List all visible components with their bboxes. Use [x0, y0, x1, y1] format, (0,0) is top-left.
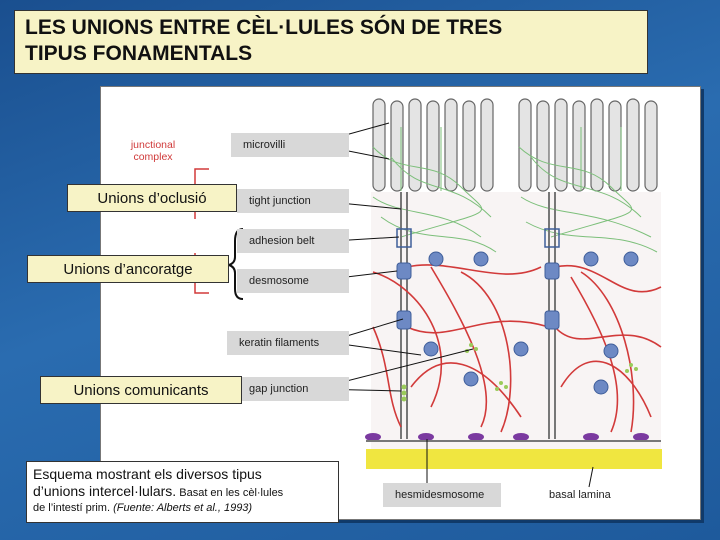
- label-basal-lamina-text: basal lamina: [549, 489, 611, 501]
- gap-junction-dots: [401, 343, 638, 402]
- label-basal-lamina: basal lamina: [537, 483, 645, 507]
- microvilli-group: [372, 98, 658, 192]
- label-keratin-filaments: keratin filaments: [227, 331, 349, 355]
- cell-junction-illustration: [194, 98, 662, 489]
- junctional-complex-label: junctional complex: [118, 139, 188, 163]
- diagram-panel: microvilli tight junction adhesion belt …: [100, 86, 701, 520]
- caption-line-2: d’unions intercel·lulars. Basat en les c…: [33, 483, 332, 501]
- adhesion-belt-markers: [396, 228, 560, 248]
- anchoring-brace: [225, 228, 244, 300]
- cell-cytoplasm: [371, 192, 661, 462]
- caption-note-2: de l’intestí prim.: [33, 502, 114, 514]
- label-desmosome: desmosome: [237, 269, 349, 293]
- label-microvilli: microvilli: [231, 133, 349, 157]
- label-microvilli-text: microvilli: [243, 139, 286, 151]
- label-gap-junction: gap junction: [237, 377, 349, 401]
- callout-communicating-text: Unions comunicants: [73, 381, 209, 399]
- label-gap-junction-text: gap junction: [249, 383, 309, 395]
- label-adhesion-belt: adhesion belt: [237, 229, 349, 253]
- figure-caption: Esquema mostrant els diversos tipus d’un…: [26, 461, 339, 523]
- callout-anchoring: Unions d’ancoratge: [27, 255, 229, 283]
- title-line-1: LES UNIONS ENTRE CÈL·LULES SÓN DE TRES: [25, 16, 503, 39]
- label-tight-junction-text: tight junction: [249, 195, 311, 207]
- label-tight-junction: tight junction: [237, 189, 349, 213]
- callout-communicating: Unions comunicants: [40, 376, 242, 404]
- junctional-complex-line-2: complex: [133, 151, 173, 163]
- callout-occlusion-text: Unions d’oclusió: [97, 189, 207, 207]
- caption-line-3: de l’intestí prim. (Fuente: Alberts et a…: [33, 501, 332, 515]
- terminal-web: [372, 127, 658, 253]
- basal-lamina-band: [366, 449, 662, 469]
- junctional-complex-line-1: junctional: [130, 139, 176, 151]
- keratin-filaments-drawing: [372, 264, 662, 433]
- label-desmosome-text: desmosome: [249, 275, 309, 287]
- caption-source: (Fuente: Alberts et al., 1993): [113, 502, 253, 514]
- hemidesmosomes: [365, 433, 649, 441]
- callout-anchoring-text: Unions d’ancoratge: [63, 260, 193, 278]
- caption-main-2: d’unions intercel·lulars.: [33, 483, 177, 499]
- label-hemidesmosome-text: hesmidesmosome: [395, 489, 485, 501]
- caption-line-1: Esquema mostrant els diversos tipus: [33, 466, 262, 482]
- desmosome-plaques: [396, 251, 639, 395]
- title-line-2: TIPUS FONAMENTALS: [25, 42, 253, 65]
- label-hemidesmosome: hesmidesmosome: [383, 483, 501, 507]
- slide-title: LES UNIONS ENTRE CÈL·LULES SÓN DE TRES T…: [14, 10, 648, 74]
- caption-note: Basat en les cèl·lules: [176, 487, 284, 499]
- label-keratin-filaments-text: keratin filaments: [239, 337, 320, 349]
- label-adhesion-belt-text: adhesion belt: [249, 235, 315, 247]
- callout-occlusion: Unions d’oclusió: [67, 184, 237, 212]
